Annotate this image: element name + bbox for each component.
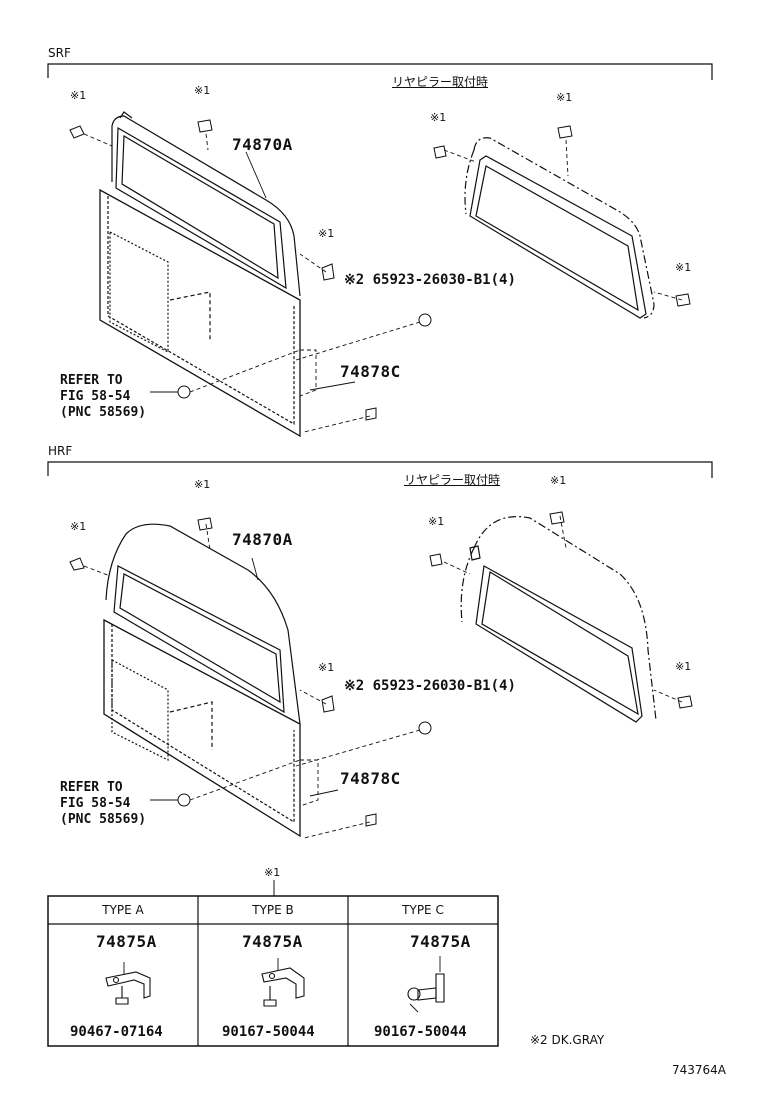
srf-section-label: SRF bbox=[48, 46, 71, 60]
srf-clips bbox=[69, 119, 432, 421]
srf-part-74870a: 74870A bbox=[232, 135, 293, 154]
srf-rear-pillar-panel bbox=[464, 137, 655, 319]
srf-refer-line1: REFER TO bbox=[60, 373, 123, 388]
hrf-rear-pillar-panel bbox=[460, 516, 657, 723]
srf-mark1-d: ※1 bbox=[430, 111, 447, 124]
type-a-bracket-drawing bbox=[105, 962, 151, 1005]
srf-partition-panel bbox=[99, 111, 301, 438]
srf-mark1-c: ※1 bbox=[318, 227, 335, 240]
hrf-mark1-b: ※1 bbox=[194, 478, 211, 491]
hrf-part-65923: ※2 65923-26030-B1(4) bbox=[344, 678, 516, 694]
hrf-rear-pillar-note: リヤピラー取付時 bbox=[404, 473, 501, 487]
hrf-part-74878c: 74878C bbox=[340, 769, 401, 788]
type-b-bolt: 90167-50044 bbox=[222, 1024, 315, 1040]
bracket-table-frame bbox=[47, 895, 499, 1047]
type-c-bracket-drawing bbox=[407, 956, 445, 1013]
hrf-refer-line1: REFER TO bbox=[60, 780, 123, 795]
srf-refer-line2: FIG 58-54 bbox=[60, 389, 131, 404]
hrf-refer-line3: (PNC 58569) bbox=[60, 812, 147, 827]
type-b-bracket-drawing bbox=[261, 958, 305, 1007]
hrf-mark1-e: ※1 bbox=[550, 474, 567, 487]
srf-part-65923: ※2 65923-26030-B1(4) bbox=[344, 272, 516, 288]
hrf-clips bbox=[69, 517, 432, 827]
hrf-mark1-d: ※1 bbox=[428, 515, 445, 528]
figure-id: 743764A bbox=[672, 1063, 727, 1077]
type-c-header: TYPE C bbox=[402, 903, 444, 917]
srf-rear-pillar-note: リヤピラー取付時 bbox=[392, 75, 489, 89]
hrf-partition-panel bbox=[103, 523, 301, 838]
type-b-header: TYPE B bbox=[252, 903, 294, 917]
type-a-part: 74875A bbox=[96, 932, 157, 951]
hrf-section-label: HRF bbox=[48, 444, 73, 458]
type-a-header: TYPE A bbox=[102, 903, 144, 917]
color-note: ※2 DK.GRAY bbox=[530, 1033, 605, 1047]
type-a-bolt: 90467-07164 bbox=[70, 1024, 163, 1040]
hrf-mark1-f: ※1 bbox=[675, 660, 692, 673]
srf-mark1-f: ※1 bbox=[675, 261, 692, 274]
srf-mark1-b: ※1 bbox=[194, 84, 211, 97]
hrf-mark1-a: ※1 bbox=[70, 520, 87, 533]
type-c-part: 74875A bbox=[410, 932, 471, 951]
type-b-part: 74875A bbox=[242, 932, 303, 951]
srf-mark1-e: ※1 bbox=[556, 91, 573, 104]
hrf-refer-line2: FIG 58-54 bbox=[60, 796, 131, 811]
srf-part-74878c: 74878C bbox=[340, 362, 401, 381]
srf-mark1-a: ※1 bbox=[70, 89, 87, 102]
srf-section-bracket bbox=[47, 63, 713, 80]
type-c-bolt: 90167-50044 bbox=[374, 1024, 467, 1040]
srf-refer-line3: (PNC 58569) bbox=[60, 405, 147, 420]
table-mark1: ※1 bbox=[264, 866, 281, 879]
hrf-mark1-c: ※1 bbox=[318, 661, 335, 674]
hrf-section-bracket bbox=[47, 461, 713, 478]
hrf-part-74870a: 74870A bbox=[232, 530, 293, 549]
